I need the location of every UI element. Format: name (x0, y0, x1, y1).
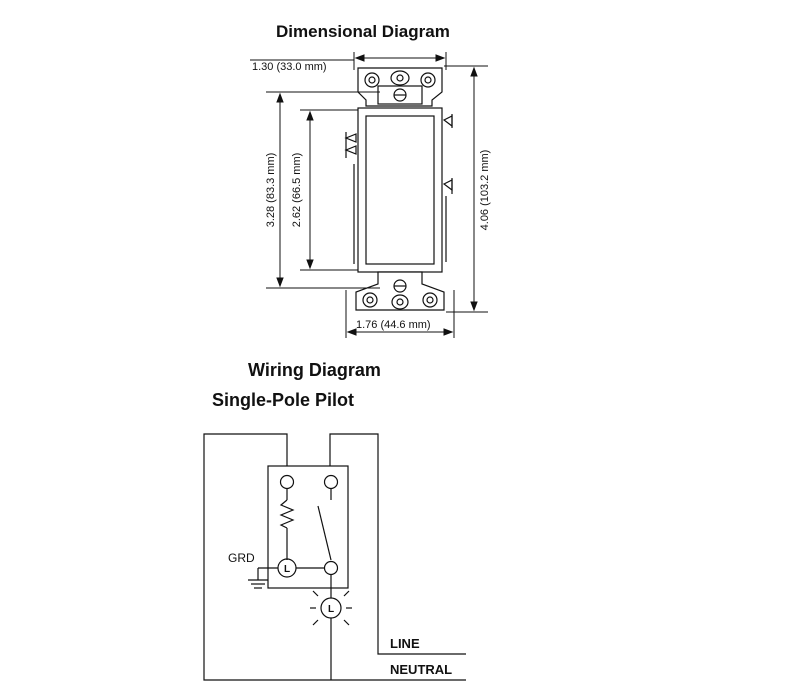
neutral-label: NEUTRAL (390, 662, 452, 677)
dimension-lines (250, 52, 488, 338)
dimensional-diagram-title: Dimensional Diagram (276, 22, 450, 41)
dimension-width-bottom-label: 1.76 (44.6 mm) (356, 319, 431, 331)
dimension-height-outer-label: 3.28 (83.3 mm) (265, 153, 277, 228)
wiring-diagram-subtitle: Single-Pole Pilot (212, 390, 355, 410)
dimension-height-inner-label: 2.62 (66.5 mm) (291, 153, 303, 228)
load-lamp-label: L (328, 604, 334, 615)
line-label: LINE (390, 636, 420, 651)
dimension-height-total-label: 4.06 (103.2 mm) (479, 150, 491, 231)
wiring-diagram-title: Wiring Diagram (248, 360, 381, 380)
pilot-lamp-label: L (284, 564, 290, 575)
dimension-width-top-label: 1.30 (33.0 mm) (252, 61, 327, 73)
ground-label: GRD (228, 551, 255, 565)
switch-device-drawing (344, 67, 453, 311)
wiring-schematic (203, 433, 466, 681)
